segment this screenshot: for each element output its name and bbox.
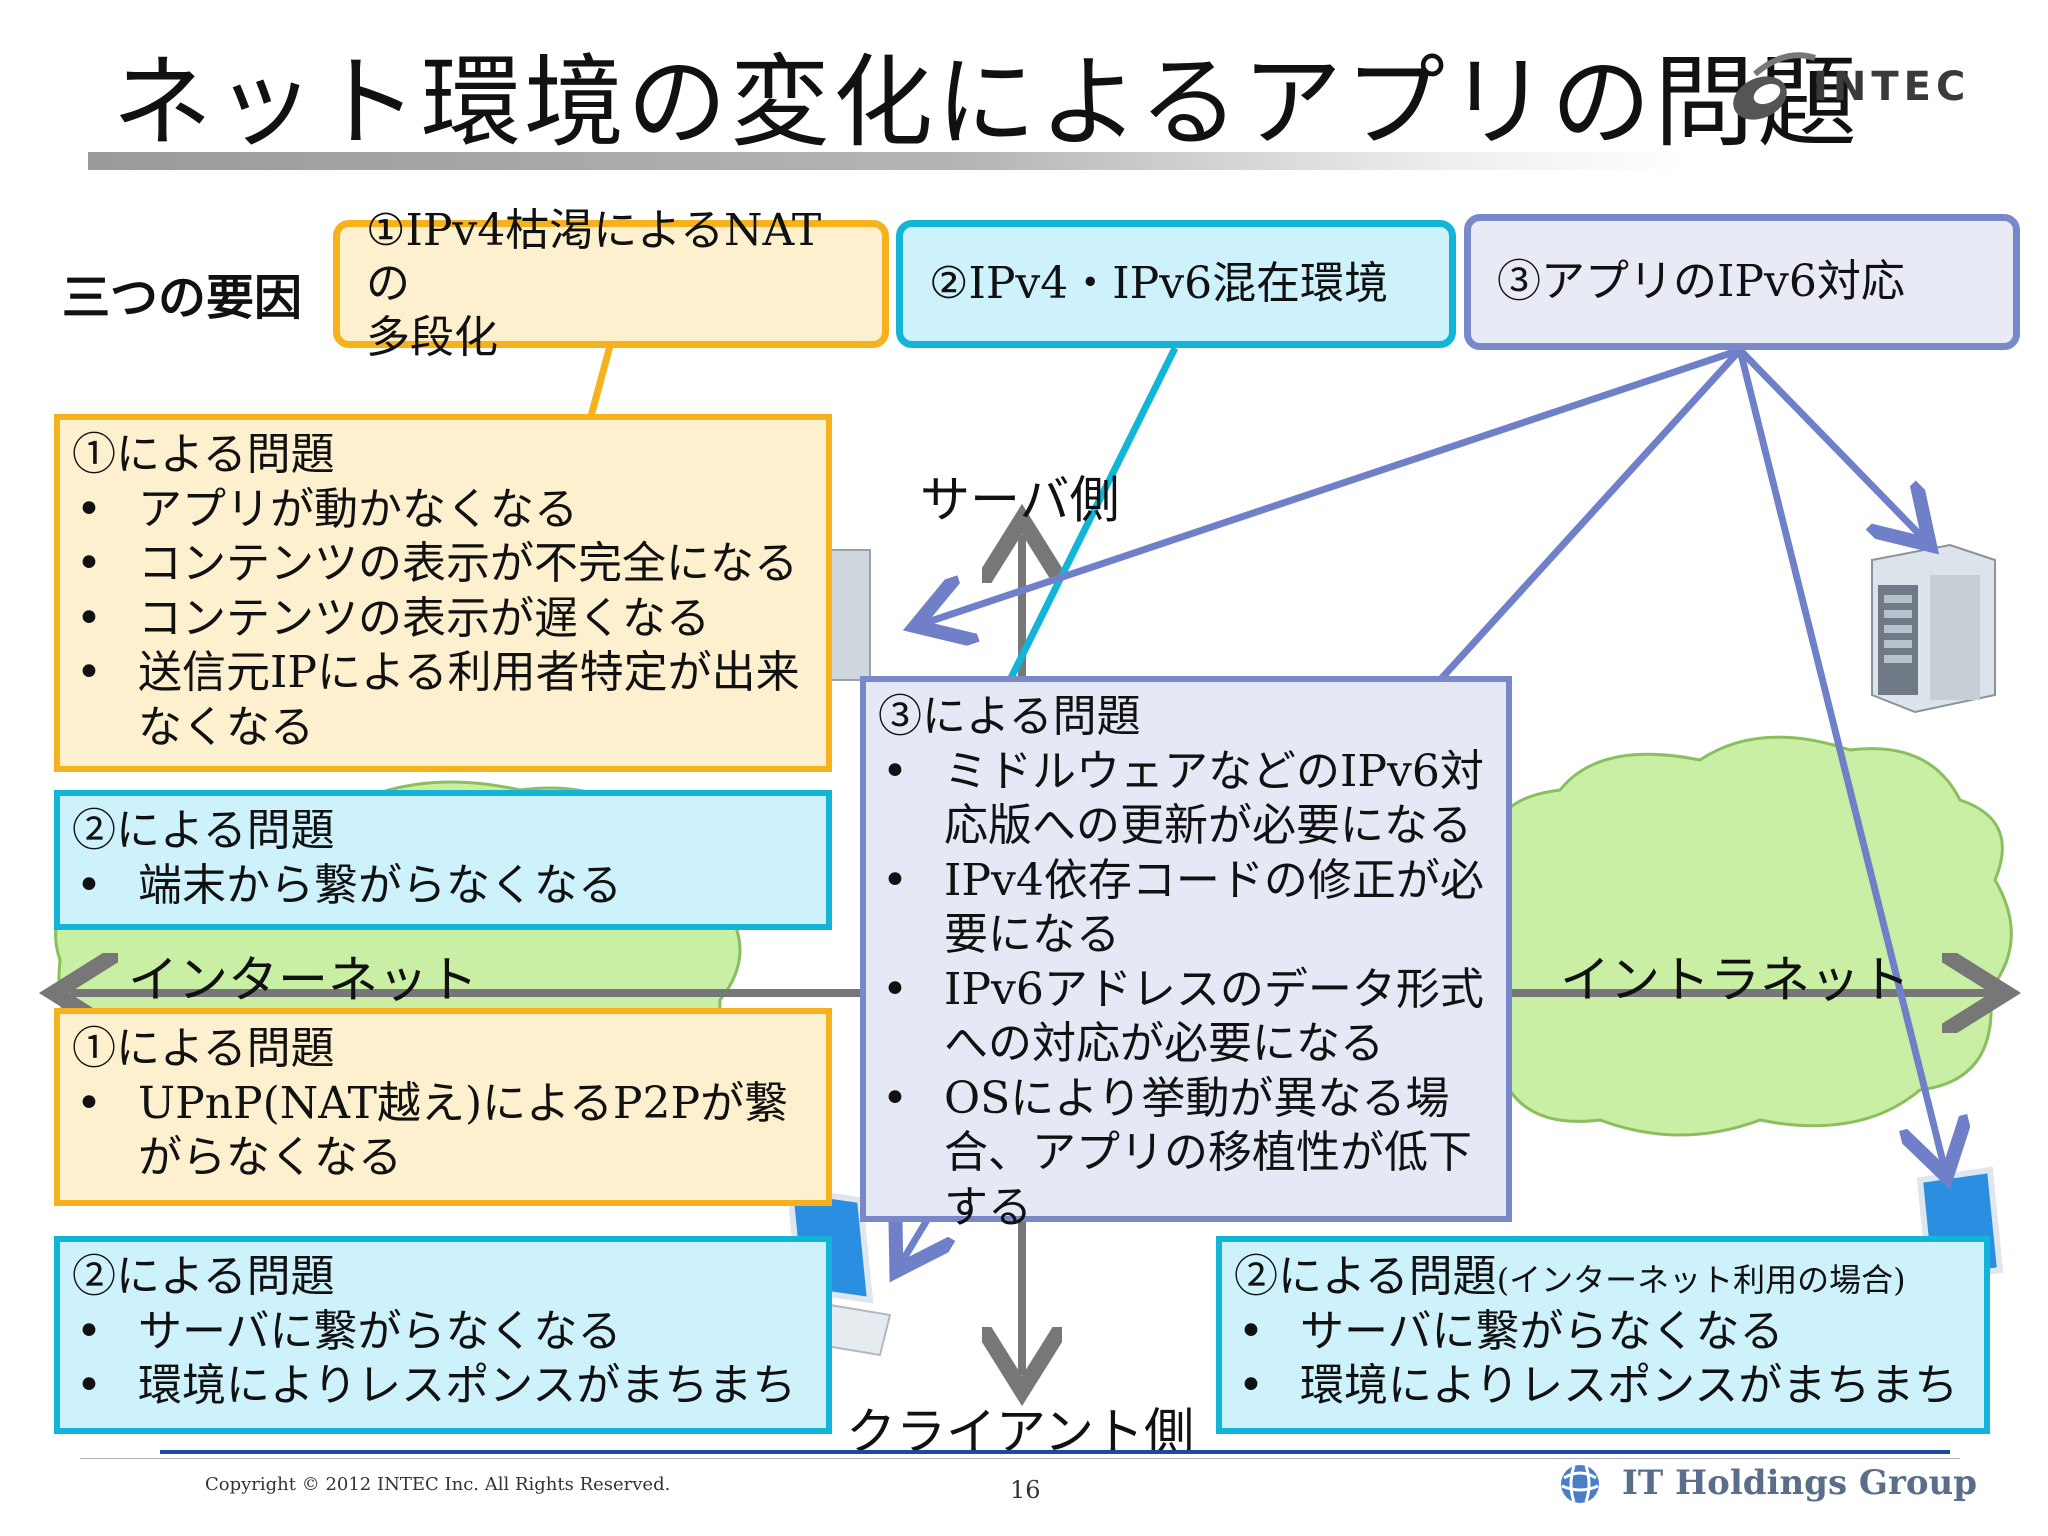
- note-title: ①による問題: [72, 1023, 335, 1074]
- factor-2-label: ②IPv4・IPv6混在環境: [929, 258, 1389, 310]
- footer-thin-rule: [80, 1458, 1960, 1459]
- note-title: ②による問題: [72, 1251, 335, 1302]
- list-item: コンテンツの表示が不完全になる: [72, 537, 814, 592]
- intranet-cloud: [1453, 735, 2013, 1137]
- group-name: IT Holdings Group: [1622, 1463, 1978, 1503]
- factor-1-line2: 多段化: [366, 311, 498, 363]
- intec-logo: INTEC: [1715, 38, 2015, 128]
- copyright-text: Copyright © 2012 INTEC Inc. All Rights R…: [205, 1474, 671, 1495]
- note-title: ②による問題: [1234, 1251, 1497, 1302]
- factor2-connector: [996, 346, 1179, 702]
- internet-label: インターネット: [128, 951, 478, 1009]
- factor-1-line1: ①IPv4枯渇によるNATの: [366, 204, 822, 310]
- title-underline: [88, 152, 1688, 170]
- note-subtitle: (インターネット利用の場合): [1496, 1261, 1906, 1299]
- note-factor3: ③による問題 ミドルウェアなどのIPv6対応版への更新が必要になる IPv4依存…: [860, 676, 1512, 1233]
- note-title: ①による問題: [72, 429, 335, 480]
- factor-2-box: ②IPv4・IPv6混在環境: [896, 220, 1456, 348]
- note-title-row: ②による問題(インターネット利用の場合): [1234, 1250, 1972, 1305]
- page-number: 16: [1010, 1476, 1041, 1504]
- note-factor2-bottom: ②による問題 サーバに繋がらなくなる 環境によりレスポンスがまちまち: [54, 1236, 832, 1434]
- factor-3-box: ③アプリのIPv6対応: [1464, 214, 2020, 350]
- factor3-arrows: [900, 346, 1945, 1265]
- list-item: ミドルウェアなどのIPv6対応版への更新が必要になる: [878, 745, 1494, 854]
- list-item: 環境によりレスポンスがまちまち: [1234, 1359, 1972, 1414]
- list-item: UPnP(NAT越え)によるP2Pが繋がらなくなる: [72, 1077, 814, 1186]
- server-right-icon: [1871, 543, 1996, 714]
- intranet-label: イントラネット: [1560, 951, 1910, 1009]
- note-title: ②による問題: [72, 805, 335, 856]
- list-item: OSにより挙動が異なる場合、アプリの移植性が低下する: [878, 1072, 1494, 1236]
- intec-swoosh-icon: [1733, 52, 1816, 120]
- logo-text: INTEC: [1813, 64, 1971, 110]
- list-item: アプリが動かなくなる: [72, 483, 814, 538]
- factor-3-label: ③アプリのIPv6対応: [1497, 256, 1905, 308]
- list-item: IPv6アドレスのデータ形式への対応が必要になる: [878, 963, 1494, 1072]
- note-factor1-top: ①による問題 アプリが動かなくなる コンテンツの表示が不完全になる コンテンツの…: [54, 414, 832, 772]
- factor1-connector: [586, 345, 614, 421]
- footer-rule: [160, 1450, 1950, 1454]
- note-title: ③による問題: [878, 691, 1141, 742]
- list-item: コンテンツの表示が遅くなる: [72, 592, 814, 647]
- note-factor1-bottom: ①による問題 UPnP(NAT越え)によるP2Pが繋がらなくなる: [54, 1008, 832, 1206]
- list-item: サーバに繋がらなくなる: [1234, 1305, 1972, 1360]
- globe-icon: [1558, 1462, 1602, 1506]
- factor-1-box: ①IPv4枯渇によるNATの 多段化: [333, 205, 889, 363]
- three-factors-label: 三つの要因: [62, 270, 303, 326]
- list-item: 環境によりレスポンスがまちまち: [72, 1359, 814, 1414]
- slide-title: ネット環境の変化によるアプリの問題: [112, 44, 1860, 161]
- list-item: IPv4依存コードの修正が必要になる: [878, 854, 1494, 963]
- list-item: 送信元IPによる利用者特定が出来なくなる: [72, 646, 814, 755]
- list-item: サーバに繋がらなくなる: [72, 1305, 814, 1360]
- server-side-label: サーバ側: [920, 471, 1120, 529]
- note-factor2-right: ②による問題(インターネット利用の場合) サーバに繋がらなくなる 環境によりレス…: [1216, 1236, 1990, 1434]
- list-item: 端末から繋がらなくなる: [72, 859, 814, 914]
- note-factor2-top: ②による問題 端末から繋がらなくなる: [54, 790, 832, 930]
